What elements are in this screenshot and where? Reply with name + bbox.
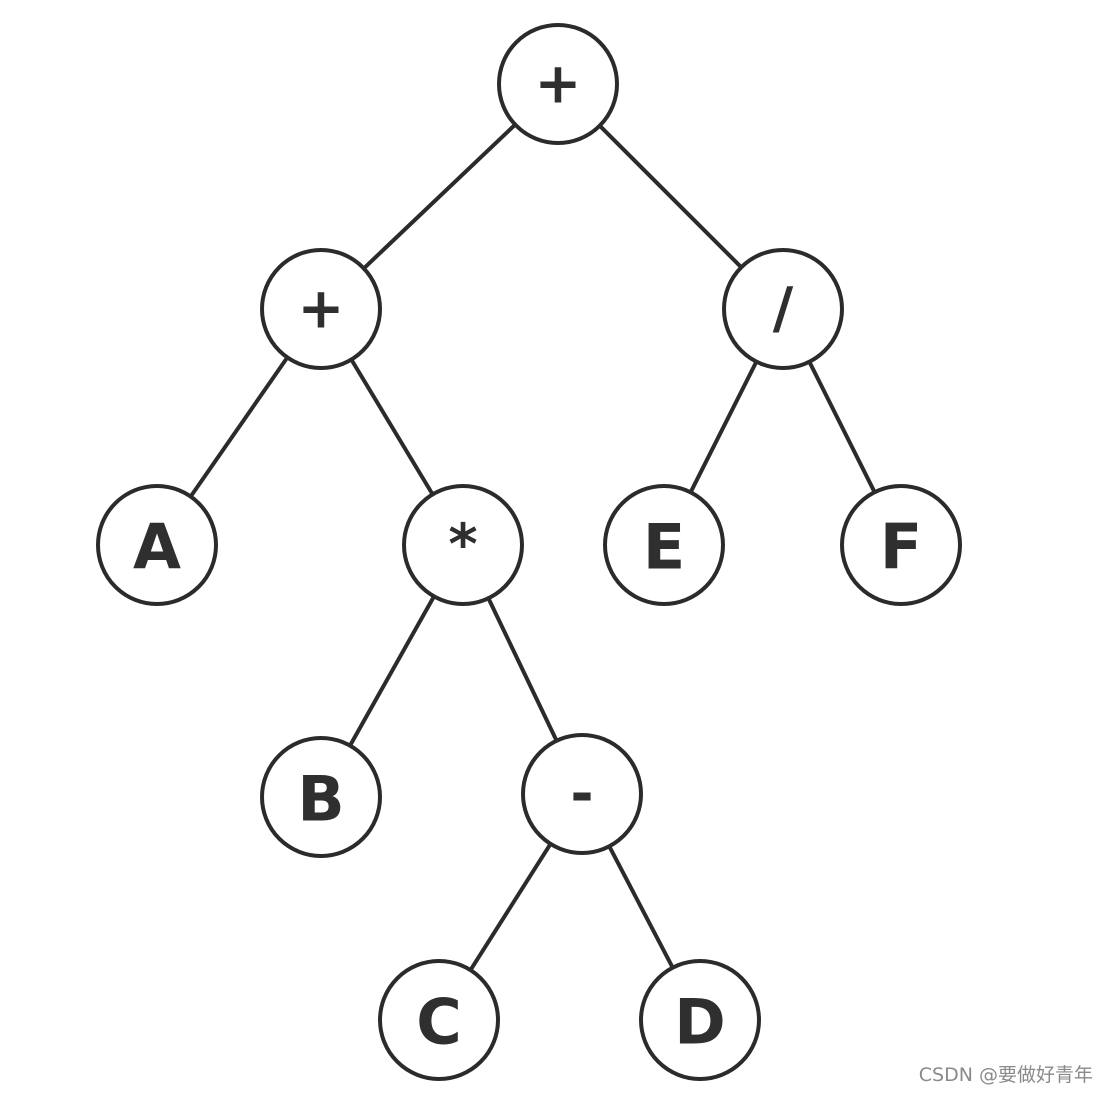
tree-node-d: D [639, 959, 761, 1081]
node-circle-a [96, 484, 218, 606]
edge-root-to-div [597, 123, 744, 270]
node-label-d: D [674, 986, 725, 1059]
node-circle-d [639, 959, 761, 1081]
edge-div-to-e [688, 359, 759, 495]
node-label-b: B [297, 763, 344, 836]
edge-plus-to-mul [349, 357, 435, 497]
tree-node-minus: - [521, 733, 643, 855]
tree-nodes: + + / A * E F B - C D [96, 23, 962, 1081]
edge-mul-to-minus [486, 596, 559, 743]
edge-plus-to-a [188, 355, 290, 499]
watermark-text: CSDN @要做好青年 [918, 1064, 1093, 1086]
node-label-mul: * [448, 513, 477, 578]
tree-node-c: C [378, 959, 500, 1081]
node-circle-minus [521, 733, 643, 855]
tree-node-f: F [840, 484, 962, 606]
node-circle-b [260, 736, 382, 858]
node-circle-div [722, 248, 844, 370]
tree-node-e: E [603, 484, 725, 606]
edge-minus-to-c [468, 841, 553, 973]
tree-node-plus: + [260, 248, 382, 370]
edge-mul-to-b [348, 594, 436, 748]
node-circle-e [603, 484, 725, 606]
edge-minus-to-d [607, 844, 675, 970]
node-label-plus: + [298, 277, 345, 342]
node-circle-root [497, 23, 619, 145]
node-label-e: E [643, 511, 685, 584]
node-label-f: F [880, 511, 922, 584]
node-label-c: C [416, 986, 462, 1059]
tree-node-b: B [260, 736, 382, 858]
node-label-minus: - [570, 762, 593, 827]
tree-node-mul: * [402, 484, 524, 606]
node-circle-c [378, 959, 500, 1081]
node-label-div: / [773, 277, 794, 342]
edge-root-to-plus [361, 122, 518, 271]
edge-div-to-f [807, 359, 877, 495]
tree-edges [188, 122, 877, 973]
node-circle-f [840, 484, 962, 606]
tree-node-div: / [722, 248, 844, 370]
node-circle-plus [260, 248, 382, 370]
tree-node-root: + [497, 23, 619, 145]
node-label-a: A [133, 511, 181, 584]
node-circle-mul [402, 484, 524, 606]
tree-node-a: A [96, 484, 218, 606]
node-label-root: + [535, 52, 582, 117]
